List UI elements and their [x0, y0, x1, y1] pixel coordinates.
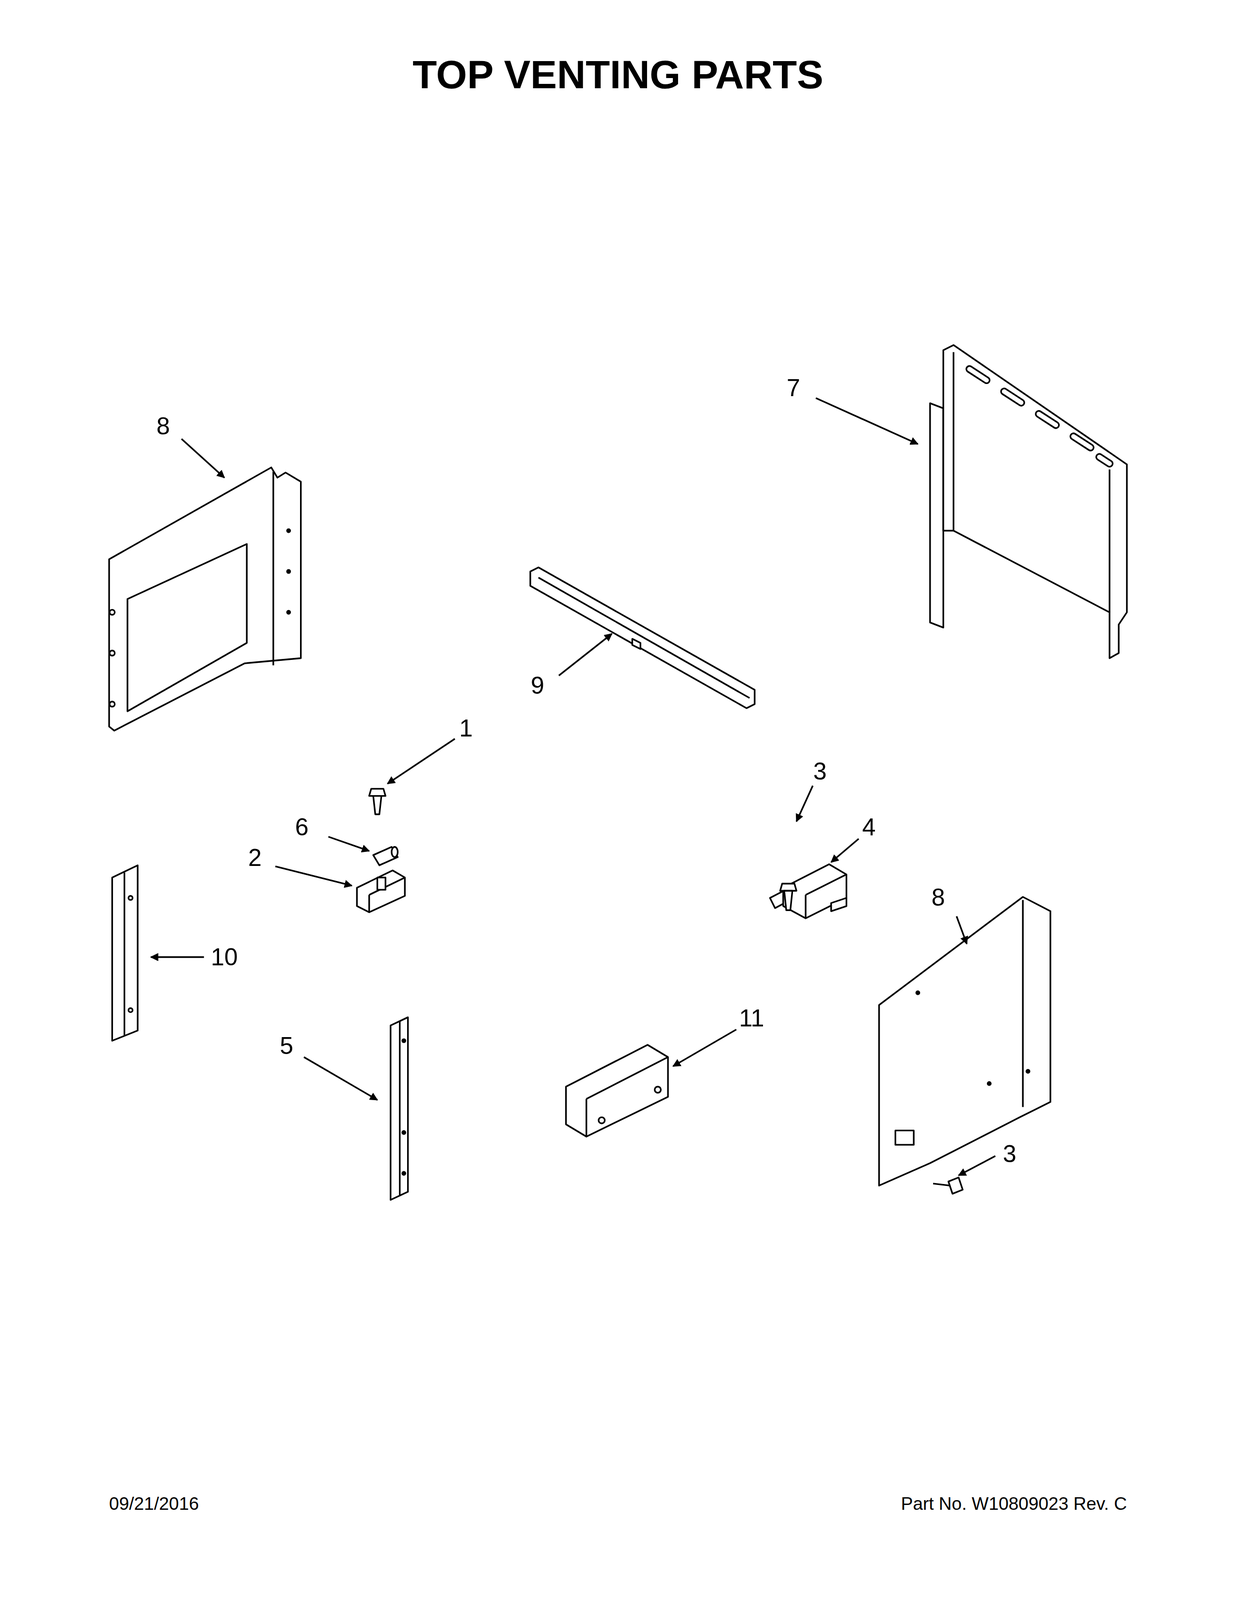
- screw: [933, 1176, 963, 1194]
- callout-number: 9: [530, 673, 545, 698]
- callout-number: 10: [210, 944, 238, 969]
- screw: [780, 883, 797, 911]
- callout-number: 2: [248, 845, 262, 870]
- callout-number: 3: [1002, 1141, 1017, 1166]
- screw: [369, 788, 386, 815]
- footer-text: Part No. W10809023 Rev. C: [901, 1494, 1127, 1513]
- callout-number: 5: [279, 1033, 294, 1058]
- leader-lines: [150, 397, 996, 1175]
- callout-number: 7: [786, 375, 801, 400]
- page-title: TOP VENTING PARTS: [412, 54, 824, 95]
- mounting-bracket: [566, 1044, 668, 1137]
- callout-number: 6: [295, 814, 309, 840]
- rail: [111, 865, 138, 1041]
- side-panel: [109, 467, 302, 731]
- vent-panel: [930, 345, 1127, 659]
- support-bar: [530, 567, 755, 708]
- control-box: [769, 864, 847, 919]
- callout-number: 1: [459, 715, 474, 741]
- callout-number: 4: [862, 814, 876, 840]
- side-panel: [879, 896, 1051, 1186]
- callout-number: 8: [931, 885, 946, 910]
- fuse-holder: [356, 870, 405, 912]
- footer-text: 09/21/2016: [109, 1494, 199, 1513]
- callout-number: 11: [739, 1005, 765, 1030]
- callout-number: 3: [813, 759, 827, 784]
- callout-number: 8: [156, 413, 171, 439]
- fuse: [373, 846, 398, 866]
- rail: [390, 1016, 409, 1200]
